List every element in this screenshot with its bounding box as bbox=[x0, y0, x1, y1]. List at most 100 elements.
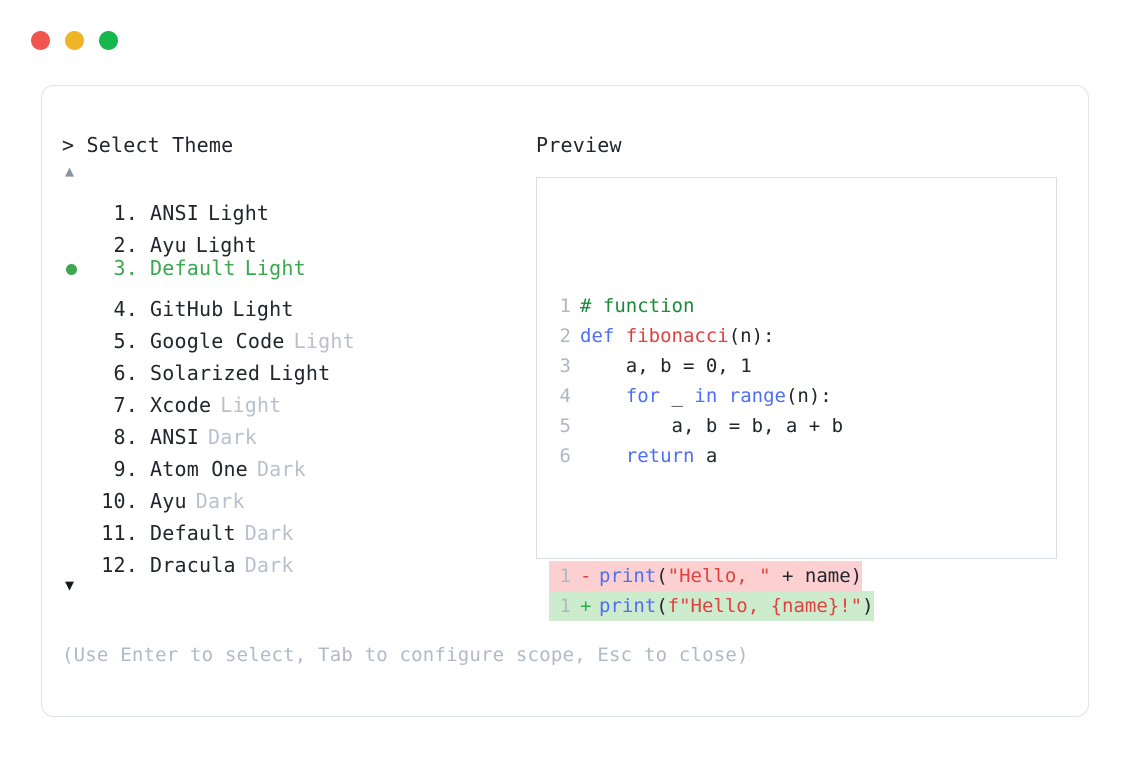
theme-bullet-placeholder bbox=[62, 284, 90, 316]
theme-item-variant: Dark bbox=[256, 457, 306, 481]
theme-list-item[interactable]: 8. ANSI Dark bbox=[62, 412, 532, 449]
theme-item-variant: Light bbox=[244, 256, 306, 280]
theme-item-name: Atom One bbox=[150, 457, 248, 481]
maximize-window-button[interactable] bbox=[99, 31, 118, 50]
theme-item-variant: Light bbox=[232, 297, 294, 321]
theme-item-index: 5. bbox=[113, 329, 138, 353]
theme-list-item[interactable]: 11. Default Dark bbox=[62, 508, 532, 545]
bullet-icon bbox=[66, 264, 77, 275]
code-token: a, b = bbox=[580, 355, 706, 377]
line-number: 3 bbox=[559, 355, 571, 377]
diff-removed-line: 1-print("Hello, " + name) bbox=[549, 561, 863, 591]
code-token: _ bbox=[660, 385, 695, 407]
theme-list-item[interactable]: 6. Solarized Light bbox=[62, 348, 532, 385]
theme-item-variant: Dark bbox=[207, 425, 257, 449]
theme-item-name: Solarized bbox=[150, 361, 261, 385]
close-window-button[interactable] bbox=[31, 31, 50, 50]
diff-minus-sign: - bbox=[580, 565, 592, 587]
theme-item-name: Default bbox=[150, 256, 236, 280]
select-theme-prompt: > Select Theme bbox=[62, 133, 234, 157]
code-token: 0 bbox=[705, 355, 718, 377]
code-token: f"Hello, {name}!" bbox=[667, 595, 863, 617]
theme-item-variant: Dark bbox=[244, 521, 294, 545]
theme-bullet-placeholder bbox=[62, 476, 90, 508]
theme-list-item[interactable]: 10. Ayu Dark bbox=[62, 476, 532, 513]
code-token: in bbox=[694, 385, 718, 407]
theme-bullet-placeholder bbox=[62, 380, 90, 412]
theme-item-name: Google Code bbox=[150, 329, 285, 353]
theme-list-item[interactable]: 5. Google Code Light bbox=[62, 316, 532, 353]
code-token: "Hello, " bbox=[667, 565, 771, 587]
code-token: 1 bbox=[740, 355, 752, 377]
theme-item-name: ANSI bbox=[150, 201, 199, 225]
theme-item-variant: Light bbox=[269, 361, 331, 385]
theme-item-index: 1. bbox=[113, 201, 138, 225]
code-line: 5 a, b = b, a + b bbox=[549, 411, 844, 441]
code-line: 2 def fibonacci(n): bbox=[549, 321, 775, 351]
theme-bullet-placeholder bbox=[62, 540, 90, 572]
scroll-down-icon[interactable]: ▼ bbox=[65, 576, 75, 594]
preview-title: Preview bbox=[536, 133, 622, 157]
theme-bullet-placeholder bbox=[62, 220, 90, 252]
theme-list-item[interactable]: 3. Default Light bbox=[62, 252, 532, 284]
code-token: ( bbox=[656, 595, 668, 617]
code-token: print bbox=[599, 595, 657, 617]
code-token: range bbox=[728, 385, 786, 407]
code-token bbox=[717, 381, 728, 411]
theme-item-index: 11. bbox=[101, 521, 138, 545]
code-token: a bbox=[694, 445, 718, 467]
theme-item-index: 7. bbox=[113, 393, 138, 417]
code-token: return bbox=[625, 445, 695, 467]
code-token bbox=[580, 381, 626, 411]
code-line: 3 a, b = 0, 1 bbox=[549, 351, 752, 381]
scroll-up-icon[interactable]: ▲ bbox=[65, 162, 75, 180]
code-token: ) bbox=[862, 595, 874, 617]
code-line: 6 return a bbox=[549, 441, 718, 471]
theme-item-variant: Dark bbox=[244, 553, 294, 577]
theme-item-index: 6. bbox=[113, 361, 138, 385]
code-token: ( bbox=[656, 565, 668, 587]
selected-theme-bullet-icon bbox=[62, 254, 90, 286]
theme-item-index: 3. bbox=[113, 256, 138, 280]
theme-item-index: 9. bbox=[113, 457, 138, 481]
code-token: (n): bbox=[728, 325, 775, 347]
code-line: 1# function bbox=[549, 291, 695, 321]
code-token: a, b = b, a + b bbox=[580, 415, 844, 437]
theme-item-name: Xcode bbox=[150, 393, 212, 417]
theme-list-item[interactable]: 9. Atom One Dark bbox=[62, 444, 532, 481]
theme-item-index: 8. bbox=[113, 425, 138, 449]
theme-item-variant: Light bbox=[293, 329, 355, 353]
code-token: for bbox=[625, 385, 661, 407]
line-number: 4 bbox=[559, 385, 571, 407]
code-token: print bbox=[599, 565, 657, 587]
diff-added-line: 1+print(f"Hello, {name}!") bbox=[549, 591, 874, 621]
theme-item-variant: Dark bbox=[195, 489, 245, 513]
theme-item-index: 10. bbox=[101, 489, 138, 513]
code-token: (n): bbox=[785, 385, 832, 407]
code-line: 4 for _ in range(n): bbox=[549, 381, 832, 411]
theme-item-variant: Light bbox=[195, 233, 257, 257]
theme-item-name: Ayu bbox=[150, 489, 187, 513]
code-token: def bbox=[580, 325, 626, 347]
line-number: 2 bbox=[559, 325, 571, 347]
line-number: 6 bbox=[559, 445, 571, 467]
theme-bullet-placeholder bbox=[62, 412, 90, 444]
theme-item-index: 4. bbox=[113, 297, 138, 321]
minimize-window-button[interactable] bbox=[65, 31, 84, 50]
code-token: fibonacci bbox=[625, 325, 729, 347]
theme-item-name: ANSI bbox=[150, 425, 199, 449]
theme-bullet-placeholder bbox=[62, 188, 90, 220]
theme-item-name: Default bbox=[150, 521, 236, 545]
